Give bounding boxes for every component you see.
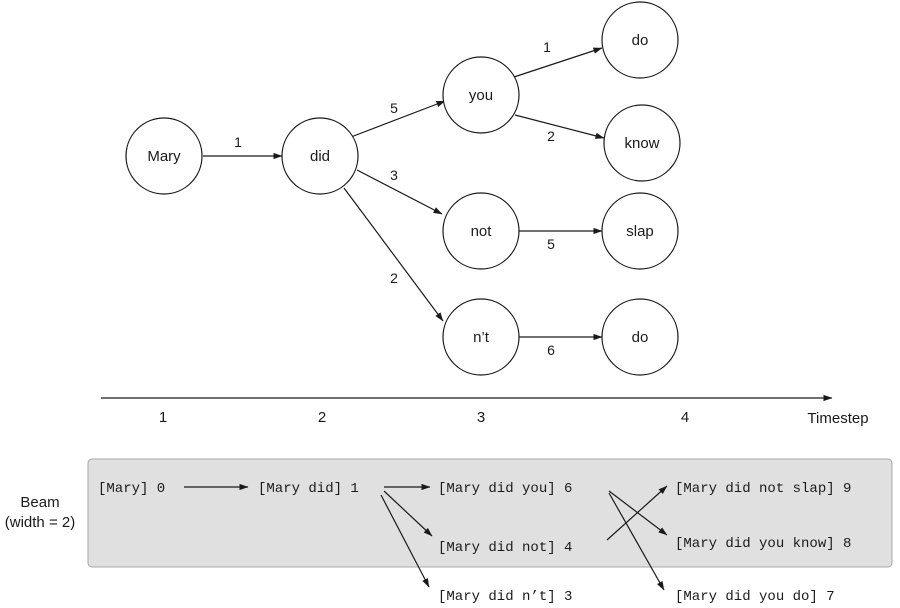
node-you-label: you (469, 87, 493, 104)
beam-arrow-you-do (608, 492, 665, 591)
timestep-label: Timestep (807, 410, 868, 427)
beam-box (87, 458, 893, 568)
edge-label-nt-do: 6 (547, 342, 555, 358)
beam-label: Beam (width = 2) (5, 494, 75, 531)
beam-item-mary-did-you-do: [Mary did you do] 7 (675, 589, 835, 605)
beam-item-mary-did-you: [Mary did you] 6 (438, 481, 572, 497)
node-do-1-label: do (632, 32, 649, 49)
edge-label-mary-did: 1 (234, 134, 242, 150)
edge-did-not (356, 169, 443, 215)
node-slap-circle (601, 192, 679, 270)
node-do-1-circle (601, 1, 679, 79)
node-did: did (281, 117, 359, 195)
beam-item-mary: [Mary] 0 (98, 481, 165, 497)
node-did-label: did (310, 148, 330, 165)
node-not-circle (442, 192, 520, 270)
timestep-tick-1: 1 (159, 409, 167, 426)
node-nt-circle (442, 298, 520, 376)
edge-label-did-you: 5 (390, 100, 398, 116)
beam-item-mary-did: [Mary did] 1 (258, 481, 359, 497)
edge-label-did-not: 3 (390, 167, 398, 183)
beam-arrow-not-slap (606, 485, 668, 541)
node-do-2-label: do (632, 329, 649, 346)
node-slap-label: slap (626, 223, 654, 240)
node-know: know (603, 104, 681, 182)
node-not: not (442, 192, 520, 270)
tree-edge-labels: 1 5 3 2 1 2 5 6 (234, 39, 555, 358)
beam-arrow-did-not (383, 490, 433, 537)
node-nt: n’t (442, 298, 520, 376)
node-know-label: know (624, 135, 659, 152)
beam-label-line1: Beam (20, 494, 59, 511)
timestep-tick-3: 3 (477, 409, 485, 426)
beam-arrow-did-nt (380, 494, 430, 588)
node-did-circle (281, 117, 359, 195)
tree-edges (203, 47, 605, 341)
edge-you-do (513, 47, 603, 78)
beam-arrow-you-know (608, 490, 668, 536)
beam-hypotheses: [Mary] 0 [Mary did] 1 [Mary did you] 6 [… (98, 481, 851, 605)
node-do-2: do (601, 298, 679, 376)
tree-nodes: Mary did you not n’t do know slap (125, 1, 681, 376)
beam-item-mary-did-nt: [Mary did n’t] 3 (438, 589, 572, 605)
edge-did-nt (343, 187, 444, 322)
beam-label-line2: (width = 2) (5, 514, 75, 531)
timestep-tick-4: 4 (681, 409, 689, 426)
edge-label-you-know: 2 (547, 128, 555, 144)
node-you: you (442, 56, 520, 134)
node-mary: Mary (125, 117, 203, 195)
edge-label-did-nt: 2 (390, 270, 398, 286)
node-slap: slap (601, 192, 679, 270)
edge-label-not-slap: 5 (547, 236, 555, 252)
node-do-1: do (601, 1, 679, 79)
beam-arrows (184, 483, 668, 591)
timestep-tick-2: 2 (318, 409, 326, 426)
beam-item-mary-did-not: [Mary did not] 4 (438, 540, 572, 556)
edge-did-you (350, 100, 446, 138)
node-you-circle (442, 56, 520, 134)
edge-you-know (514, 114, 605, 139)
edge-label-you-do: 1 (543, 39, 551, 55)
node-nt-label: n’t (473, 329, 490, 346)
node-do-2-circle (601, 298, 679, 376)
timeline-axis: 1 2 3 4 Timestep (101, 394, 869, 427)
beam-item-mary-did-not-slap: [Mary did not slap] 9 (675, 481, 851, 497)
node-mary-circle (125, 117, 203, 195)
node-know-circle (603, 104, 681, 182)
node-not-label: not (471, 223, 493, 240)
node-mary-label: Mary (147, 148, 181, 165)
beam-item-mary-did-you-know: [Mary did you know] 8 (675, 536, 851, 552)
